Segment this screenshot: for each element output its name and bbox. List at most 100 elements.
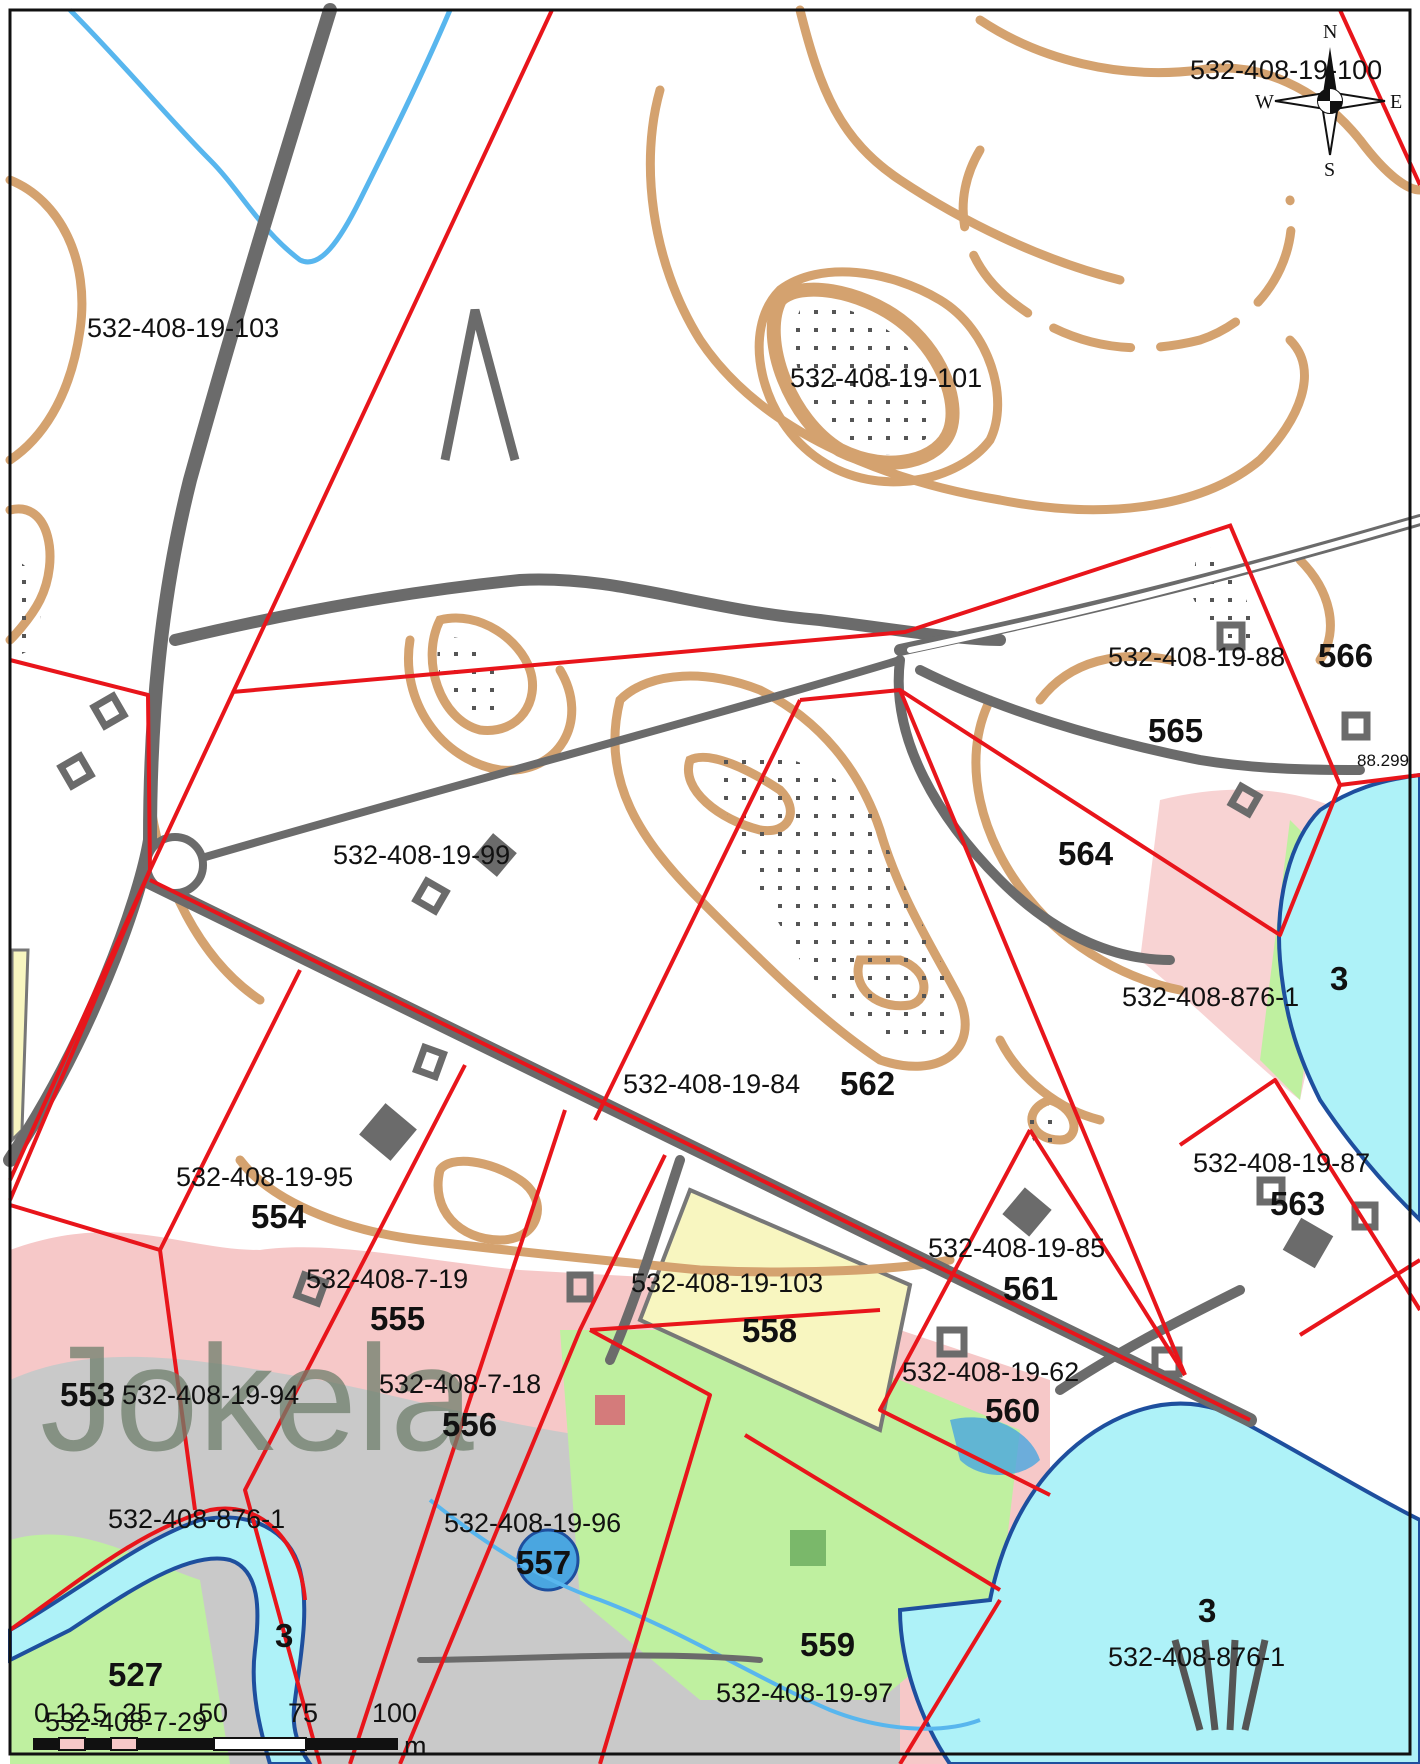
compass-south-label: S	[1324, 159, 1335, 181]
building	[1341, 711, 1371, 741]
scale-bar-segment	[213, 1737, 307, 1751]
contour-line	[766, 282, 960, 470]
parcel-boundary	[398, 1154, 667, 1764]
building	[595, 1395, 625, 1425]
parcel-id-label: 532-408-7-29	[45, 1707, 207, 1737]
stony-area	[437, 637, 504, 715]
contour-line	[610, 671, 970, 1071]
scale-bar-segment	[33, 1738, 59, 1750]
building	[1282, 1217, 1334, 1269]
building	[1351, 1201, 1379, 1231]
parcel-boundary	[799, 688, 1420, 937]
parcel-id-label: 532-408-19-94	[122, 1380, 299, 1410]
parcel-number-label: 556	[442, 1406, 497, 1443]
building	[292, 1270, 330, 1308]
stony-area	[720, 750, 956, 1042]
scale-bar-segment	[58, 1737, 86, 1751]
parcel-number-label: 564	[1058, 835, 1114, 872]
parcel-id-label: 532-408-19-101	[790, 363, 982, 393]
lake-east-lower	[897, 1401, 1420, 1764]
building	[1226, 781, 1264, 819]
road-southeast-spur	[1055, 1285, 1245, 1395]
reed-symbol	[1171, 1639, 1269, 1731]
contour-line	[645, 85, 1309, 515]
compass-west-label: W	[1255, 91, 1274, 113]
parcel-number-label: 3	[1198, 1592, 1216, 1629]
parcel-boundary	[1028, 1128, 1187, 1377]
parcel-boundary	[1338, 9, 1420, 186]
road-northeast-inner	[907, 517, 1420, 653]
parcel-id-label: 532-408-19-96	[444, 1508, 621, 1538]
parcel-number-label: 555	[370, 1300, 425, 1337]
parcel-number-label: 527	[108, 1656, 163, 1693]
parcel-number-label: 565	[1148, 712, 1203, 749]
parcel-id-label: 532-408-19-97	[716, 1678, 893, 1708]
parcel-id-label: 532-408-19-103	[87, 313, 279, 343]
building	[1002, 1187, 1052, 1237]
lake-east-upper	[1277, 772, 1420, 1223]
parcel-boundary	[589, 1308, 881, 1332]
building	[411, 876, 451, 916]
scale-bar-tick-label: 0	[34, 1698, 49, 1728]
compass-rose: N S E W	[1255, 21, 1402, 181]
parcel-id-label: 532-408-19-100	[1190, 55, 1382, 85]
contour-line	[795, 5, 1125, 285]
stream-south	[428, 1498, 981, 1731]
parcel-id-label: 532-408-19-85	[928, 1233, 1105, 1263]
parcel-boundary	[231, 523, 1233, 694]
parcel-id-label: 532-408-19-95	[176, 1162, 353, 1192]
parcel-id-label: 532-408-7-19	[306, 1264, 468, 1294]
building	[473, 833, 517, 877]
stony-area	[1190, 540, 1252, 642]
parcel-boundary	[8, 1506, 307, 1632]
contour-line	[433, 1156, 542, 1245]
compass-east-label: E	[1390, 91, 1402, 113]
parcel-id-label: 532-408-876-1	[108, 1504, 285, 1534]
parcel-boundary	[589, 1328, 712, 1764]
field-area	[637, 1187, 913, 1433]
building	[412, 1042, 448, 1082]
road-south-drive	[605, 1155, 685, 1365]
contour-line	[1035, 651, 1175, 705]
parcel-boundary	[243, 1064, 467, 1764]
scale-bar-segment	[110, 1737, 138, 1751]
parcel-number-label: 559	[800, 1626, 855, 1663]
contour-line	[235, 1155, 955, 1277]
scale-bar-unit-label: m	[404, 1731, 427, 1761]
building	[89, 691, 129, 731]
parcel-id-label: 532-408-7-18	[379, 1369, 541, 1399]
parcel-id-label: 532-408-19-84	[623, 1069, 800, 1099]
parcel-number-label: 560	[985, 1392, 1040, 1429]
road-center-spur	[191, 656, 904, 864]
scale-bar: 0 12.5 25 50 75 100 m	[33, 1698, 427, 1761]
building	[359, 1103, 417, 1161]
contour-line	[958, 145, 1296, 353]
contour-line	[5, 175, 87, 465]
road-south-track	[417, 1652, 763, 1663]
stony-area	[793, 305, 936, 455]
scale-bar-tick-label: 12.5	[55, 1698, 108, 1728]
parcel-boundary	[743, 1433, 1002, 1592]
parcel-number-label: 3	[275, 1617, 293, 1654]
parcel-number-label: 566	[1318, 637, 1373, 674]
parcel-boundary	[593, 699, 802, 1121]
scale-bar-tick-label: 75	[288, 1698, 318, 1728]
scale-bar-segment	[85, 1738, 111, 1750]
road-east-branch	[915, 665, 1365, 775]
stony-areas	[10, 305, 1252, 1150]
parcel-id-label: 532-408-19-62	[902, 1357, 1079, 1387]
parcel-number-label: 3	[1330, 960, 1348, 997]
parcel-boundary	[898, 689, 1187, 1376]
parcel-id-label: 532-408-876-1	[1108, 1642, 1285, 1672]
parcel-boundary	[149, 878, 1251, 1422]
parcel-number-label: 557	[516, 1544, 571, 1581]
parcel-id-label: 532-408-19-103	[631, 1268, 823, 1298]
scale-bar-segment	[137, 1738, 214, 1750]
parcel-id-label: 532-408-876-1	[1122, 982, 1299, 1012]
parcel-boundary	[1228, 524, 1342, 786]
parcel-number-label: 558	[742, 1312, 797, 1349]
compass-arrow-north	[1322, 47, 1338, 100]
parcel-boundary	[9, 658, 152, 871]
road-east-loop	[893, 655, 1175, 965]
